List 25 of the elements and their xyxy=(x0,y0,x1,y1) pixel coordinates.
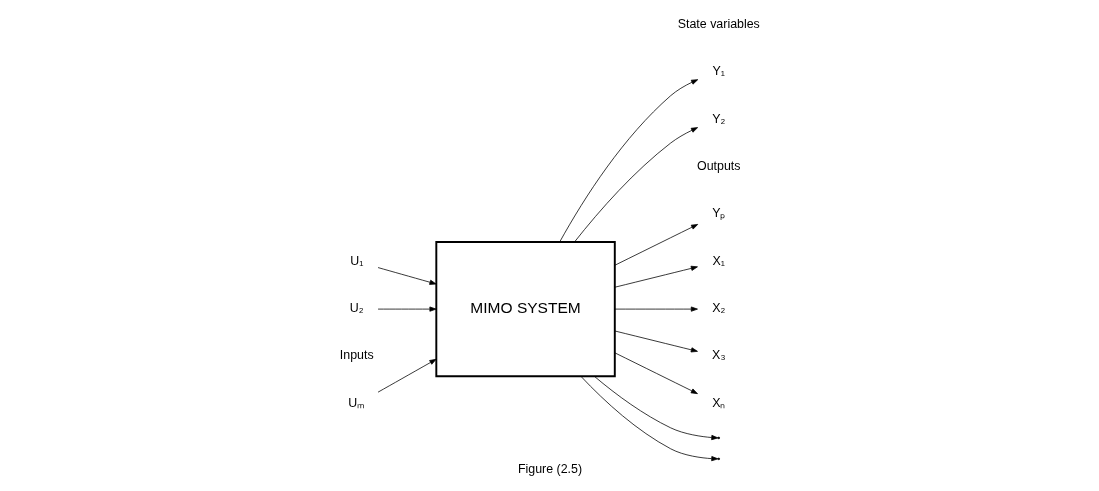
arrow xyxy=(573,127,698,243)
node-text: X₁ xyxy=(712,253,725,268)
node-text: X₃ xyxy=(711,348,725,363)
arrow xyxy=(614,352,698,395)
arrow xyxy=(377,358,436,393)
arrow xyxy=(377,267,436,285)
node-text: U₂ xyxy=(349,301,364,316)
label: State variables xyxy=(677,17,760,32)
node-text: Yₚ xyxy=(711,206,725,221)
arrow xyxy=(614,306,698,312)
label: Outputs xyxy=(696,159,741,174)
node-text: Y₁ xyxy=(712,64,725,79)
node-text: X₂ xyxy=(711,301,725,316)
arrow xyxy=(614,265,698,288)
arrow xyxy=(613,224,698,266)
label: Inputs xyxy=(339,348,374,363)
arrow xyxy=(558,79,698,243)
node-text: Uₘ xyxy=(347,395,365,410)
node-text: Xₙ xyxy=(711,395,725,410)
node-text: U₁ xyxy=(349,253,363,268)
caption: Figure (2.5) xyxy=(517,461,582,476)
node-box: MIMO SYSTEM xyxy=(434,241,616,378)
node-text: Y₂ xyxy=(711,111,725,126)
arrow xyxy=(377,306,436,312)
arrow xyxy=(614,330,698,353)
